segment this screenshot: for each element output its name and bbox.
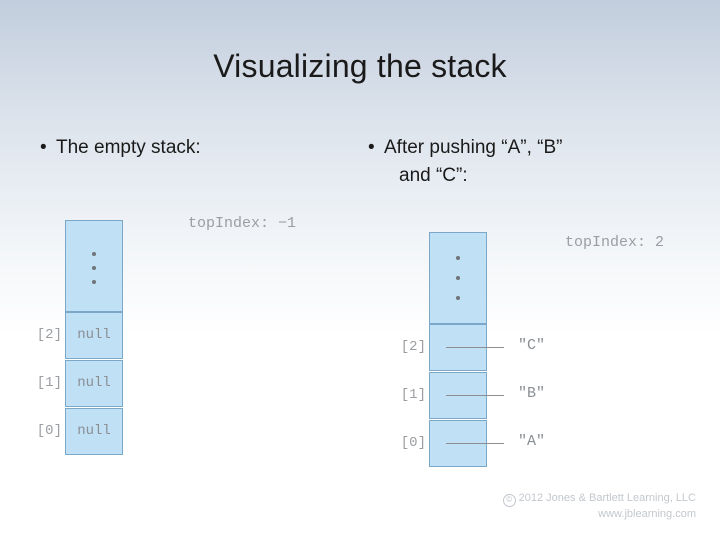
pushed-stack-index-0: [0]: [400, 435, 426, 451]
footer-line-2: www.jblearning.com: [598, 508, 696, 520]
pushed-stack-arrow-1: [446, 395, 504, 396]
bullet-pushed-stack-label: After pushing “A”, “B”: [384, 137, 563, 158]
bullet-marker: •: [40, 137, 47, 158]
empty-stack-index-1: [1]: [36, 375, 62, 391]
ellipsis-dots: [429, 232, 487, 324]
figure-pushed-stack: topIndex: 2 [2] "C" [1] "B" [0] "A": [360, 0, 720, 540]
empty-stack-index-0: [0]: [36, 423, 62, 439]
pushed-stack-index-2: [2]: [400, 339, 426, 355]
bullet-marker: •: [368, 137, 375, 158]
empty-stack-cell-2-value: null: [77, 327, 111, 343]
footer-copyright: ©2012 Jones & Bartlett Learning, LLC www…: [502, 491, 696, 522]
pushed-stack-arrow-0: [446, 443, 504, 444]
empty-stack-cell-2: [65, 312, 123, 359]
copyright-icon: ©: [502, 494, 516, 507]
empty-stack-cell-1-value: null: [77, 375, 111, 391]
empty-stack-cell-0-value: null: [77, 423, 111, 439]
figure-empty-stack: topIndex: −1 [2] null [1] null [0] null: [36, 215, 297, 455]
pushed-stack-value-1: "B": [518, 385, 546, 402]
bullet-pushed-stack-continuation: and “C”:: [399, 165, 468, 186]
pushed-stack-arrow-2: [446, 347, 504, 348]
footer-line-1-text: 2012 Jones & Bartlett Learning, LLC: [518, 492, 696, 504]
bullet-empty-stack: • The empty stack:: [40, 134, 340, 162]
pushed-stack-value-0: "A": [518, 433, 546, 450]
bullet-pushed-stack: • After pushing “A”, “B” and “C”:: [368, 134, 688, 190]
empty-stack-topindex-label: topIndex: −1: [188, 215, 297, 232]
empty-stack-index-2: [2]: [36, 327, 62, 343]
ellipsis-dots: [65, 220, 123, 312]
empty-stack-cell-1: [65, 360, 123, 407]
empty-stack-cell-0: [65, 408, 123, 455]
pushed-stack-value-2: "C": [518, 337, 546, 354]
page-title: Visualizing the stack: [213, 48, 507, 84]
footer-line-1: ©2012 Jones & Bartlett Learning, LLC: [502, 491, 696, 507]
bullet-empty-stack-label: The empty stack:: [56, 137, 201, 158]
pushed-stack-topindex-label: topIndex: 2: [565, 234, 665, 251]
pushed-stack-index-1: [1]: [400, 387, 426, 403]
